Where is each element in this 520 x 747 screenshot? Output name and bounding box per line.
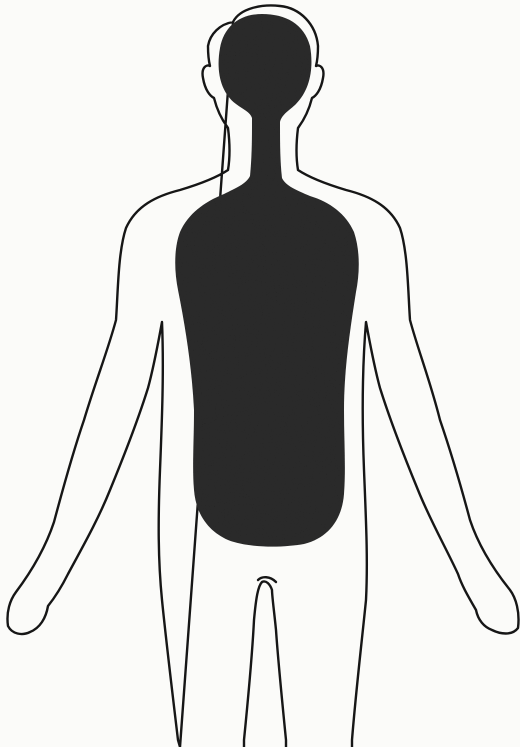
shaded-region xyxy=(175,14,359,547)
shaded-head-neck-torso xyxy=(175,14,359,547)
